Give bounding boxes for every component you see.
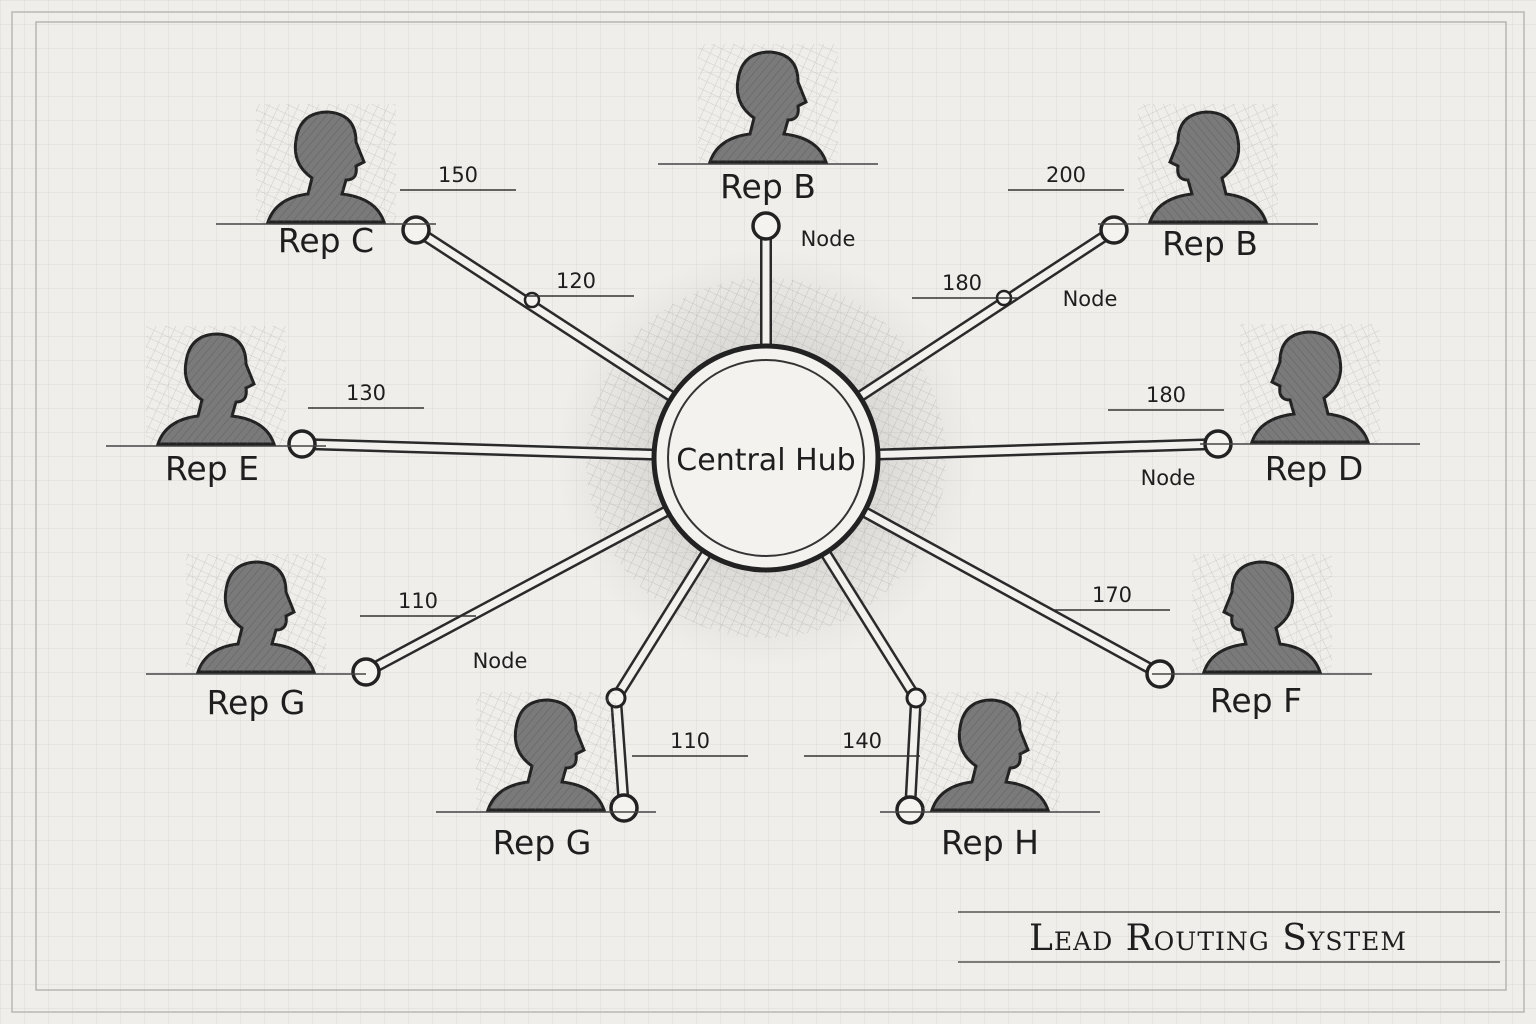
endpoint-node-8[interactable] [401,215,431,245]
spoke-value-4: 140 [842,729,882,753]
spoke-7-fill [301,440,655,459]
rep-label-4: Rep H [941,823,1039,862]
spoke-4-upper-fill [822,551,919,700]
endpoint-node-7[interactable] [287,429,317,459]
diagram-title: Lead Routing System [1029,918,1407,959]
spoke-3-fill [862,508,1162,678]
rep-avatar-3-hatching [1204,562,1320,672]
rep-label-5: Rep G [493,823,592,862]
rep-avatar-2-hatching [1252,332,1368,442]
spoke-5 [605,549,712,823]
spoke-2-fill [877,440,1219,459]
hub-inner-ring [667,359,865,557]
rep-label-3: Rep F [1210,681,1302,720]
spoke-4 [820,549,927,825]
midpoint-value-0: 120 [556,269,596,293]
rep-avatar-3 [1152,554,1372,675]
rep-avatar-2 [1200,324,1420,445]
endpoint-node-0[interactable] [751,211,781,241]
rep-avatar-5 [436,692,656,813]
hub-outer-ring [651,343,881,573]
spoke-value-7: 130 [346,381,386,405]
spoke-1 [856,215,1129,402]
midpoint-node-label-1: Node [1063,287,1118,311]
spoke-6 [351,505,671,687]
rep-label-7: Rep E [165,449,259,488]
endpoint-node-4[interactable] [895,795,925,825]
spoke-8-fill [414,227,675,400]
rep-avatar-5-hatching [488,700,604,810]
spoke-5-upper-fill [613,551,710,700]
rep-avatar-8 [216,104,436,225]
endpoint-node-6[interactable] [351,657,381,687]
spoke-value-6: 110 [398,589,438,613]
rep-avatar-4 [880,692,1100,813]
spoke-7 [287,429,655,461]
rep-avatar-4-hatching [932,700,1048,810]
rep-avatar-1 [1098,104,1318,225]
rep-avatar-7 [106,326,326,447]
spoke-3 [861,506,1175,689]
spoke-0 [751,211,781,346]
rep-label-0: Rep B [720,167,816,206]
spoke-1-fill [857,227,1116,400]
spoke-4-lower-fill [906,697,920,811]
reps-layer [106,44,1420,813]
rep-avatar-7-hatching [158,334,274,444]
spoke-5-lower-fill [612,697,628,809]
rep-avatar-1-hatching [1150,112,1266,222]
spokes-layer [287,211,1233,825]
spoke-value-5: 110 [670,729,710,753]
endpoint-node-1[interactable] [1099,215,1129,245]
central-hub[interactable]: Central Hub [651,343,881,573]
outer-border [11,11,1525,1013]
rep-label-1: Rep B [1162,224,1258,263]
spoke-value-2: 180 [1146,383,1186,407]
rep-label-6: Rep G [207,683,306,722]
node-label-0: Node [801,227,856,251]
hub-label: Central Hub [676,443,855,478]
spoke-6-fill [364,507,669,676]
node-label-6: Node [473,649,528,673]
rep-avatar-6 [146,554,366,675]
rep-avatar-0 [658,44,878,165]
rep-avatar-6-hatching [198,562,314,672]
midpoint-value-1: 180 [942,271,982,295]
inner-border [35,21,1507,991]
title-block: Lead Routing System [958,911,1500,963]
spoke-value-3: 170 [1092,583,1132,607]
spoke-value-1: 200 [1046,163,1086,187]
node-label-2: Node [1141,466,1196,490]
rep-label-2: Rep D [1265,449,1364,488]
rep-avatar-0-hatching [710,52,826,162]
rep-label-8: Rep C [278,221,374,260]
rep-avatar-8-hatching [268,112,384,222]
midpoint-node-0[interactable] [523,291,541,309]
spoke-value-8: 150 [438,163,478,187]
